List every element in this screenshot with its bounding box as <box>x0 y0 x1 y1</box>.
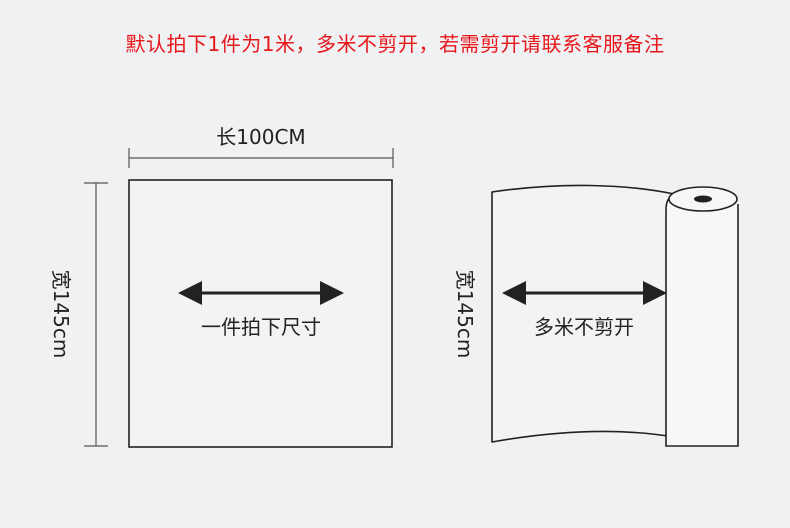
length-dimension <box>128 148 394 168</box>
roll-width-label: 宽145cm <box>453 270 477 359</box>
roll-illustration <box>491 184 739 447</box>
sheet-caption: 一件拍下尺寸 <box>201 315 321 339</box>
length-label: 长100CM <box>216 125 305 149</box>
width-dimension-sheet <box>84 182 108 447</box>
notice-text: 默认拍下1件为1米，多米不剪开，若需剪开请联系客服备注 <box>125 32 665 56</box>
sheet-width-label: 宽145cm <box>49 270 73 359</box>
cut-sheet <box>128 179 393 448</box>
roll-caption: 多米不剪开 <box>534 315 634 339</box>
